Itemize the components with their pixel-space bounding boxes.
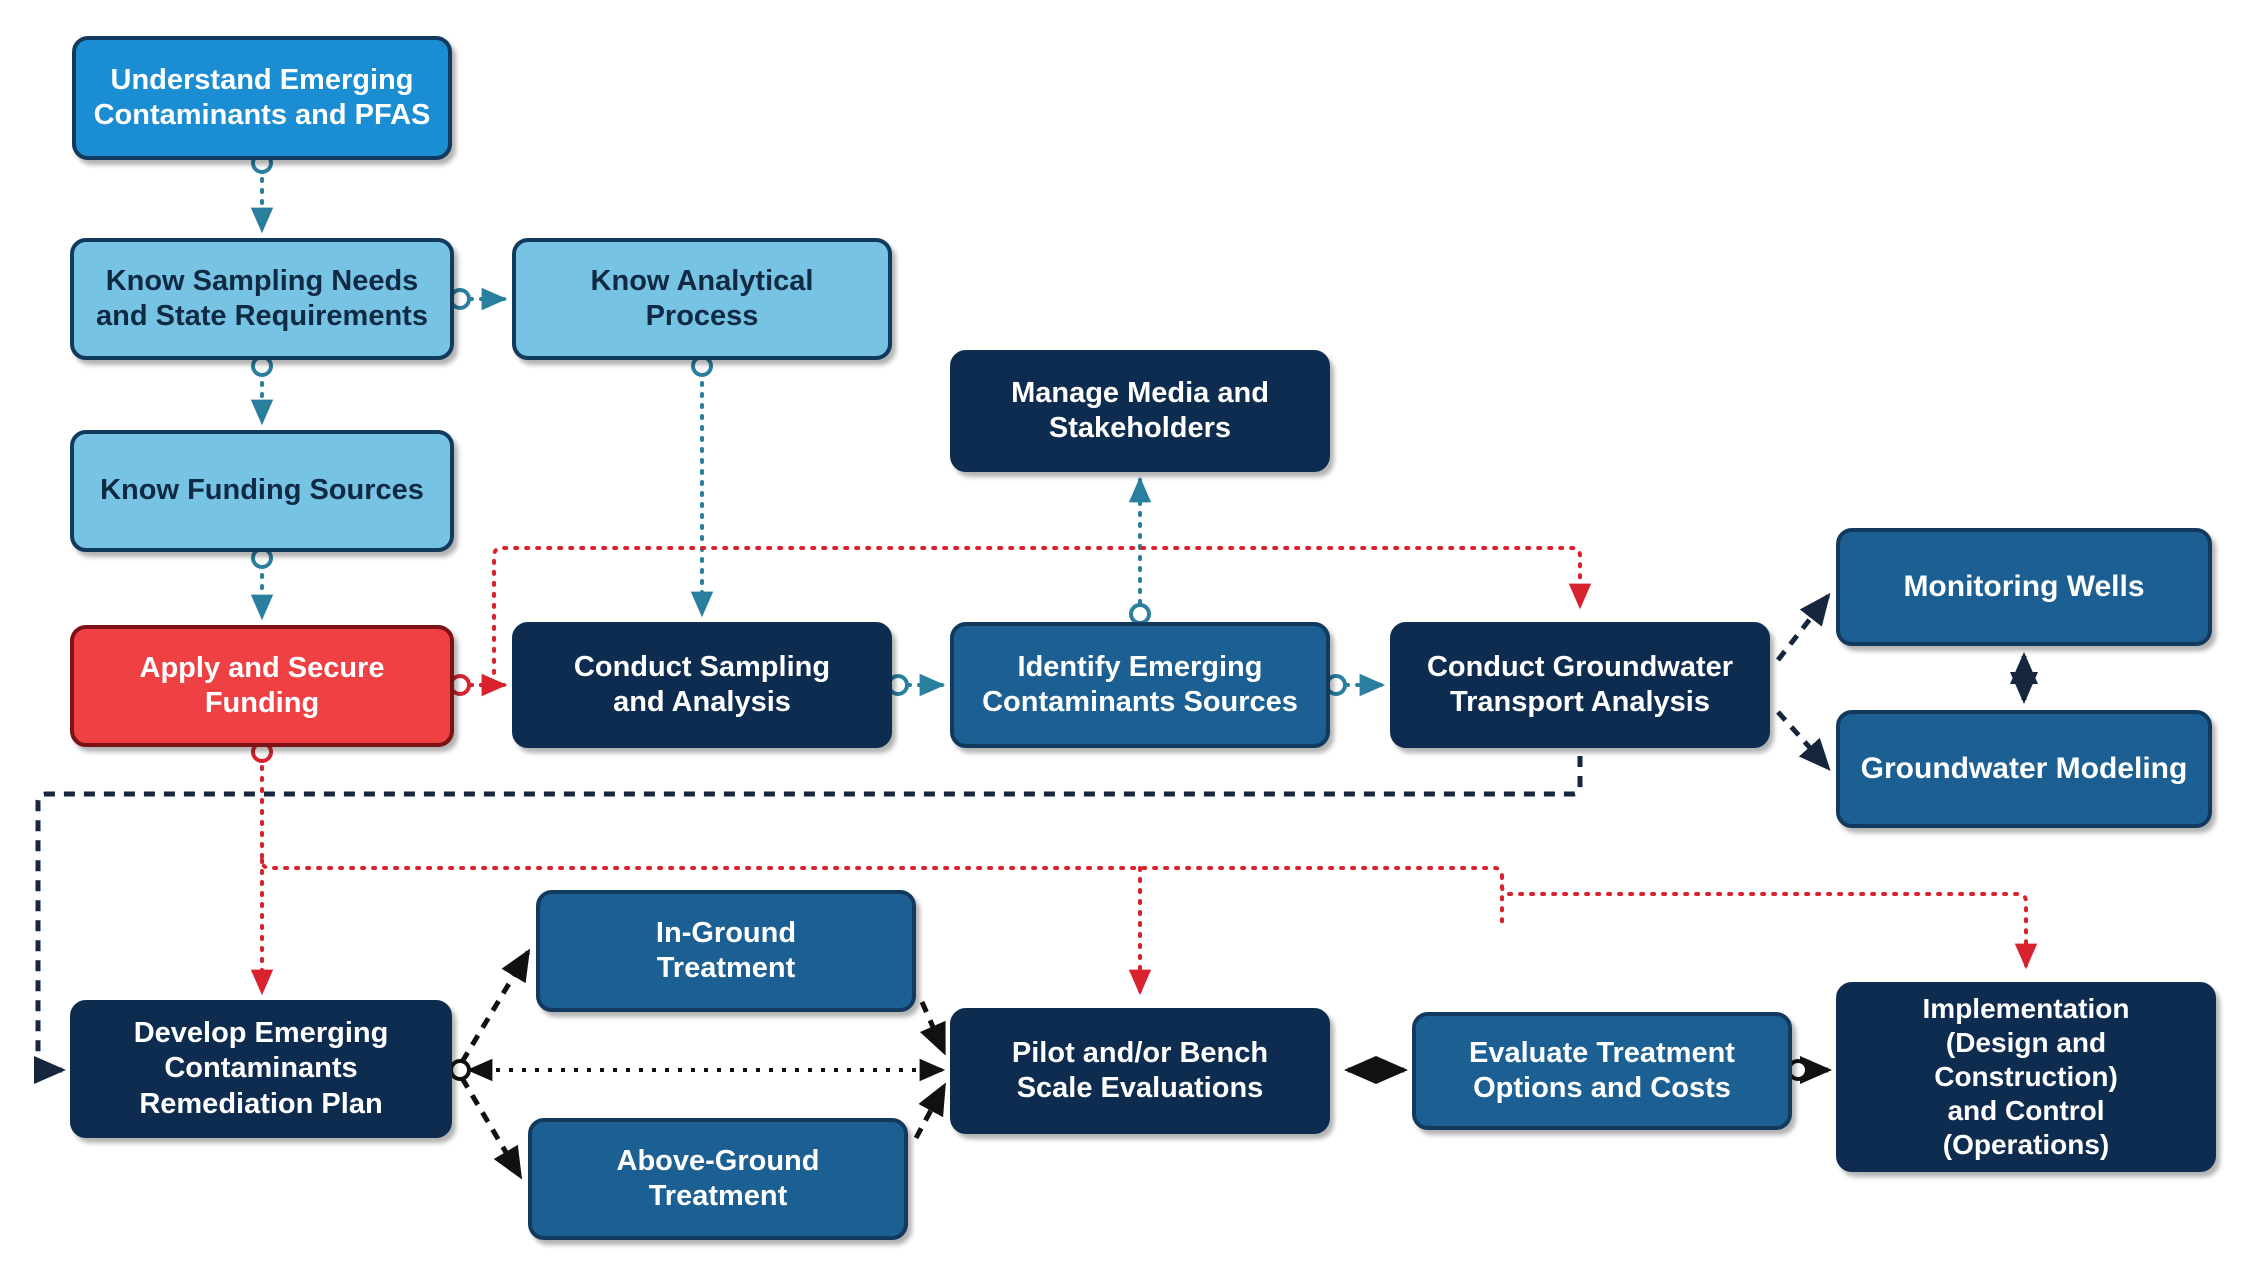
edge-remediation-plan-to-pilot-bench — [449, 1058, 946, 1082]
edge-understand-to-sampling-needs — [250, 152, 274, 234]
node-label: Apply and Secure Funding — [139, 651, 385, 719]
node-label: In-Ground Treatment — [655, 916, 797, 984]
node-label: Conduct Groundwater Transport Analysis — [1426, 650, 1734, 718]
node-identify-emerging-contaminants-sources[interactable]: Identify Emerging Contaminants Sources — [950, 622, 1330, 748]
edge-sampling-needs-to-analytical-process — [449, 287, 508, 311]
node-in-ground-treatment[interactable]: In-Ground Treatment — [536, 890, 916, 1012]
edge-groundwater-transport-to-groundwater-modeling — [1776, 710, 1831, 771]
node-label: Know Analytical Process — [590, 264, 814, 332]
node-label: Know Sampling Needs and State Requiremen… — [96, 264, 428, 332]
node-evaluate-treatment-options-and-costs[interactable]: Evaluate Treatment Options and Costs — [1412, 1012, 1792, 1130]
edge-apply-funding-downstream-trunk — [250, 741, 2038, 996]
node-label: Monitoring Wells — [1903, 569, 2145, 603]
edge-sampling-needs-to-funding-sources — [250, 355, 274, 426]
edge-conduct-sampling-to-identify-sources — [887, 673, 946, 697]
edge-remediation-plan-to-above-ground — [459, 1076, 523, 1180]
node-label: Know Funding Sources — [100, 474, 424, 507]
node-know-funding-sources[interactable]: Know Funding Sources — [70, 430, 454, 552]
node-implementation-design-construction-control[interactable]: Implementation (Design and Construction)… — [1836, 982, 2216, 1172]
node-label: Implementation (Design and Construction)… — [1922, 992, 2130, 1161]
node-pilot-and-bench-scale-evaluations[interactable]: Pilot and/or Bench Scale Evaluations — [950, 1008, 1330, 1134]
node-understand-emerging-contaminants[interactable]: Understand Emerging Contaminants and PFA… — [72, 36, 452, 160]
node-groundwater-modeling[interactable]: Groundwater Modeling — [1836, 710, 2212, 828]
node-label: Conduct Sampling and Analysis — [573, 650, 831, 718]
node-monitoring-wells[interactable]: Monitoring Wells — [1836, 528, 2212, 646]
node-label: Understand Emerging Contaminants and PFA… — [93, 63, 431, 131]
node-label: Manage Media and Stakeholders — [1011, 376, 1269, 444]
edge-remediation-plan-to-in-ground — [459, 948, 531, 1064]
node-label: Groundwater Modeling — [1860, 751, 2188, 785]
node-label: Develop Emerging Contaminants Remediatio… — [133, 1016, 389, 1120]
edge-identify-sources-to-groundwater-transport — [1325, 673, 1386, 697]
node-conduct-groundwater-transport-analysis[interactable]: Conduct Groundwater Transport Analysis — [1390, 622, 1770, 748]
node-label: Above-Ground Treatment — [616, 1144, 820, 1212]
node-know-sampling-needs[interactable]: Know Sampling Needs and State Requiremen… — [70, 238, 454, 360]
edge-analytical-process-to-conduct-sampling — [690, 355, 714, 618]
node-apply-and-secure-funding[interactable]: Apply and Secure Funding — [70, 625, 454, 747]
node-develop-remediation-plan[interactable]: Develop Emerging Contaminants Remediatio… — [70, 1000, 452, 1138]
node-label: Evaluate Treatment Options and Costs — [1469, 1036, 1735, 1104]
node-above-ground-treatment[interactable]: Above-Ground Treatment — [528, 1118, 908, 1240]
edge-groundwater-transport-to-monitoring-wells — [1776, 592, 1831, 662]
edge-identify-sources-to-manage-media — [1128, 476, 1152, 625]
edge-above-ground-to-pilot-bench — [913, 1082, 947, 1140]
node-conduct-sampling-and-analysis[interactable]: Conduct Sampling and Analysis — [512, 622, 892, 748]
node-manage-media-and-stakeholders[interactable]: Manage Media and Stakeholders — [950, 350, 1330, 472]
node-label: Pilot and/or Bench Scale Evaluations — [1011, 1036, 1269, 1104]
node-know-analytical-process[interactable]: Know Analytical Process — [512, 238, 892, 360]
edge-in-ground-to-pilot-bench — [919, 1000, 947, 1056]
edge-funding-sources-to-apply-funding — [250, 547, 274, 621]
node-label: Identify Emerging Contaminants Sources — [982, 650, 1298, 718]
edge-apply-funding-to-conduct-sampling — [449, 673, 508, 697]
edge-evaluate-options-to-implementation — [1787, 1055, 1833, 1084]
